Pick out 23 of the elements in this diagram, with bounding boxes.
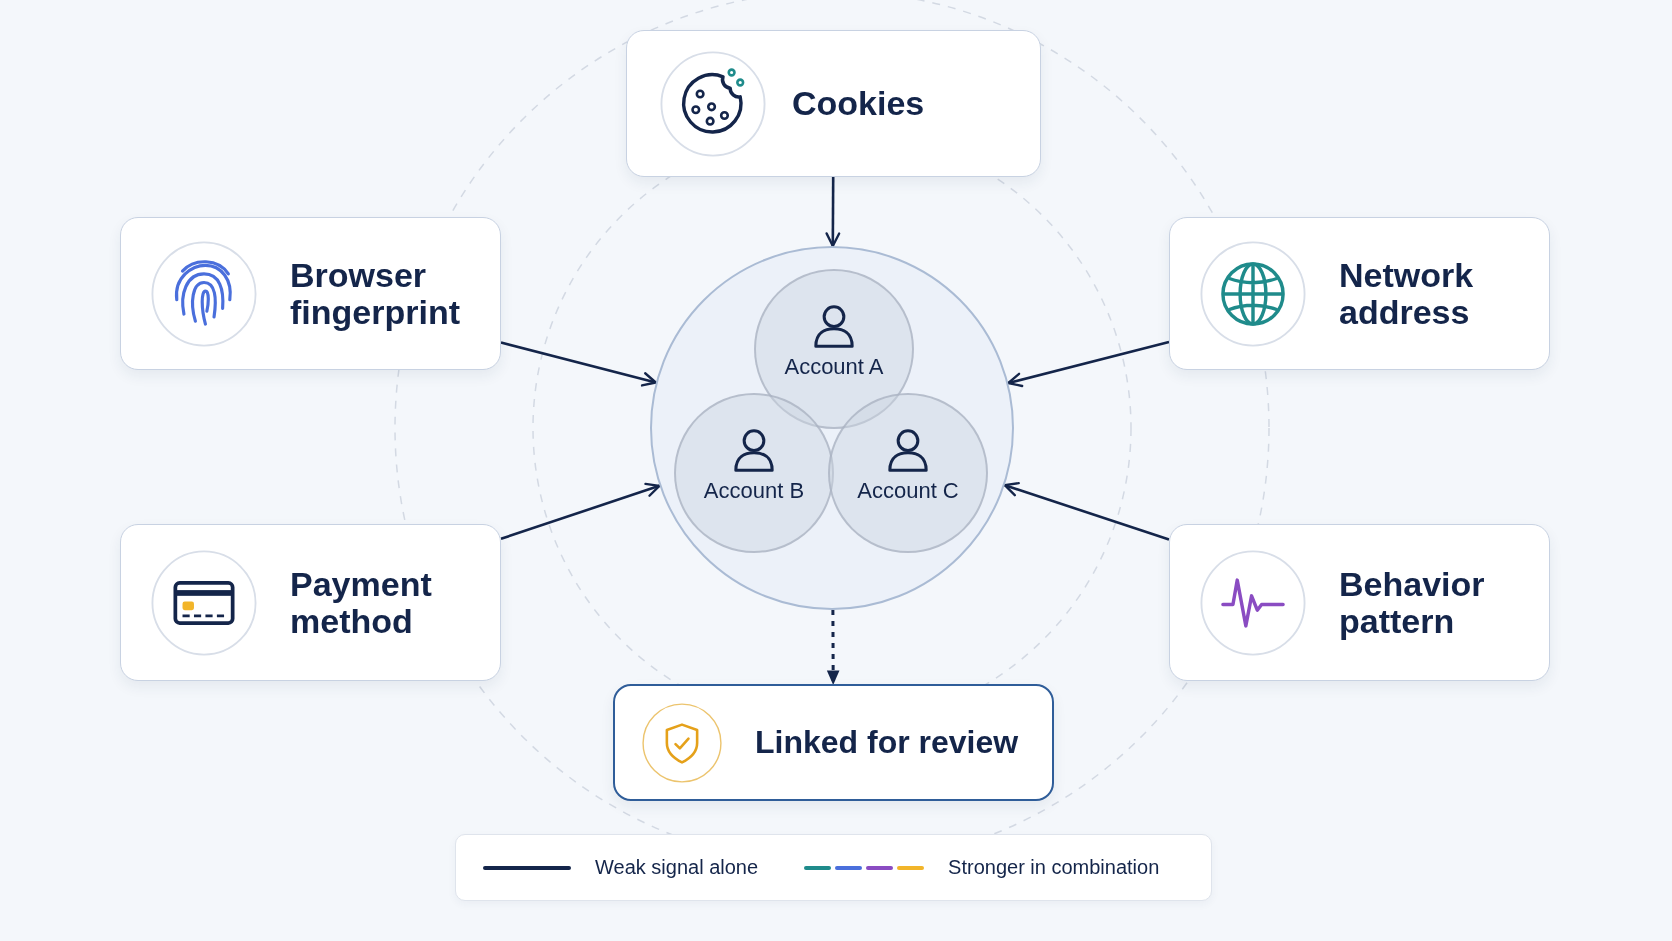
signal-box: [1169, 524, 1550, 681]
signal-label: Payment method: [290, 565, 433, 640]
signal-label: Browser fingerprint: [290, 256, 461, 331]
signal-box: [120, 217, 501, 370]
signal-box: [1169, 217, 1550, 370]
account-label: Account A: [784, 353, 884, 380]
result-label: Linked for review: [755, 724, 1019, 761]
signal-label: Cookies: [792, 85, 925, 122]
signal-box: [626, 30, 1041, 177]
signal-label: Behavior pattern: [1339, 565, 1486, 640]
arrow: [1007, 340, 1170, 388]
arrow: [825, 177, 841, 248]
signal-box: [120, 524, 501, 681]
account-label: Account C: [857, 477, 959, 504]
arrow: [500, 482, 661, 541]
legend-label: Weak signal alone: [595, 856, 759, 879]
dashed-arrow: [826, 610, 840, 685]
arrow: [1003, 482, 1170, 541]
account-label: Account B: [703, 477, 805, 504]
result-box: [613, 684, 1054, 801]
legend-label: Stronger in combination: [948, 856, 1160, 879]
arrow: [500, 341, 657, 387]
signal-label: Network address: [1339, 256, 1475, 331]
